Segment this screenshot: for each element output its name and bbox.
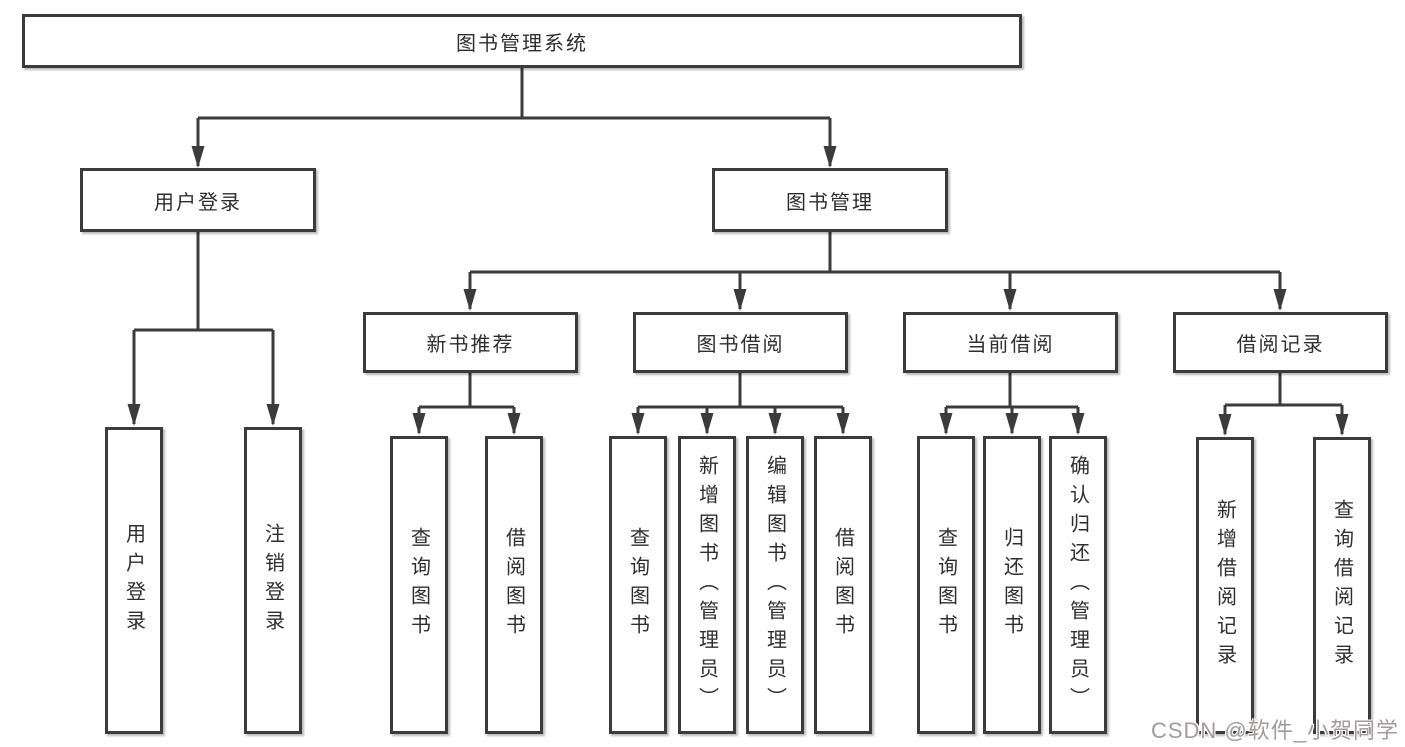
leaf-nb-query-books: 查询图书 bbox=[390, 436, 448, 734]
connector-root bbox=[198, 68, 830, 120]
leaf-bb-borrow-books: 借阅图书 bbox=[814, 436, 872, 734]
node-current-borrow: 当前借阅 bbox=[903, 312, 1118, 373]
node-book-borrow: 图书借阅 bbox=[633, 312, 848, 373]
connector-book-borrow bbox=[638, 373, 843, 409]
node-book-management: 图书管理 bbox=[712, 168, 948, 232]
node-user-login: 用户登录 bbox=[80, 168, 316, 232]
leaf-cb-confirm-return-admin: 确认归还（管理员） bbox=[1049, 436, 1107, 734]
connector-book-management bbox=[470, 232, 1280, 274]
leaf-bb-query-books: 查询图书 bbox=[609, 436, 667, 734]
leaf-br-query-record: 查询借阅记录 bbox=[1313, 437, 1371, 734]
leaf-bb-edit-books-admin: 编辑图书（管理员） bbox=[746, 436, 804, 734]
connector-borrow-records bbox=[1225, 373, 1342, 407]
node-new-book-recommend: 新书推荐 bbox=[363, 312, 578, 373]
leaf-user-login: 用户登录 bbox=[105, 427, 163, 734]
connector-new-books bbox=[419, 373, 514, 409]
connector-current-borrow bbox=[946, 373, 1078, 409]
node-root-library-system: 图书管理系统 bbox=[22, 14, 1022, 68]
node-borrow-records: 借阅记录 bbox=[1173, 312, 1388, 373]
connector-user-login bbox=[134, 232, 273, 332]
leaf-br-add-record: 新增借阅记录 bbox=[1196, 437, 1254, 734]
leaf-logout: 注销登录 bbox=[244, 427, 302, 734]
csdn-watermark: CSDN @软件_小贺同学 bbox=[1150, 718, 1399, 743]
leaf-cb-query-books: 查询图书 bbox=[917, 436, 975, 734]
leaf-nb-borrow-books: 借阅图书 bbox=[485, 436, 543, 734]
leaf-bb-add-books-admin: 新增图书（管理员） bbox=[678, 436, 736, 734]
leaf-cb-return-books: 归还图书 bbox=[983, 436, 1041, 734]
